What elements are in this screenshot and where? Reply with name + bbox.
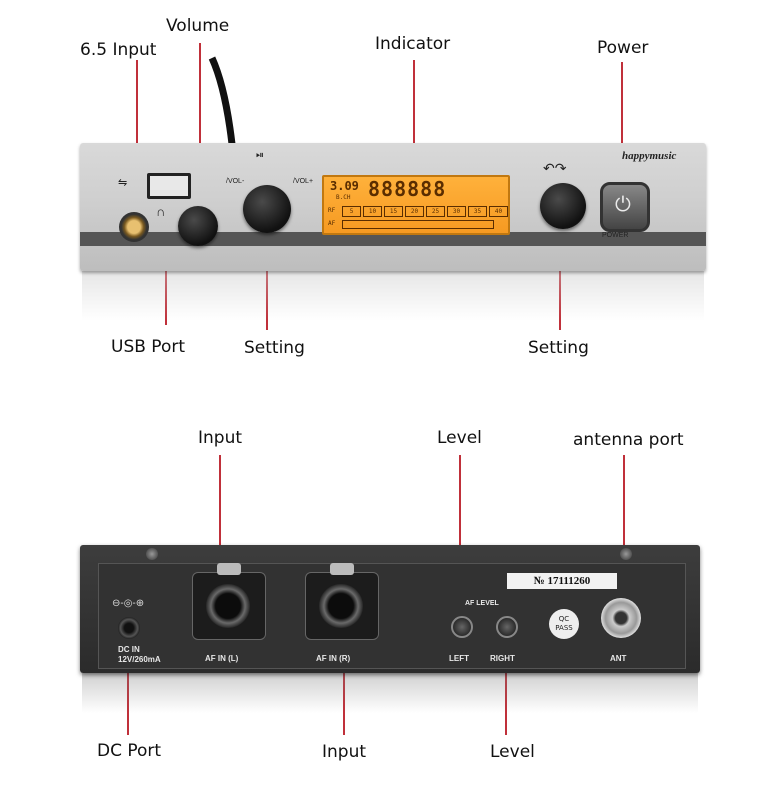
- qc-pass-sticker: QC PASS: [549, 609, 579, 639]
- play-pause-icon: ⏯: [256, 150, 264, 161]
- level-left-label: LEFT: [449, 654, 469, 663]
- callout-indicator: Indicator: [375, 34, 451, 54]
- power-icon: ⏻: [615, 192, 631, 216]
- qc-line2: PASS: [555, 624, 573, 632]
- usb-port[interactable]: [147, 173, 191, 199]
- vol-plus-label: /VOL+: [293, 178, 314, 185]
- af-in-left-label: AF IN (L): [205, 654, 239, 663]
- brand-logo: happymusic: [622, 150, 677, 162]
- lcd-scale-mark: 15: [384, 206, 403, 217]
- lcd-af-meter: [342, 220, 494, 229]
- setting-knob-right[interactable]: [540, 183, 586, 229]
- dc-port[interactable]: [118, 617, 140, 639]
- lcd-digits: 888888: [368, 177, 447, 201]
- lcd-af-label: AF: [328, 220, 336, 227]
- lcd-channel: 3.09: [330, 179, 359, 193]
- lcd-bch: B.CH: [336, 194, 351, 201]
- front-reflection: [82, 271, 704, 321]
- lcd-scale-mark: 25: [426, 206, 445, 217]
- rear-reflection: [82, 673, 698, 713]
- callout-65-input: 6.5 Input: [80, 40, 157, 60]
- screw: [146, 548, 158, 560]
- lcd-scale-mark: 20: [405, 206, 424, 217]
- setting-knob-left[interactable]: [243, 185, 291, 233]
- callout-level-top: Level: [437, 428, 482, 448]
- volume-knob[interactable]: [178, 206, 218, 246]
- dc-rating-label: 12V/260mA: [118, 655, 161, 664]
- front-stripe: [80, 232, 706, 246]
- level-right-label: RIGHT: [490, 654, 515, 663]
- lcd-scale-mark: 40: [489, 206, 508, 217]
- antenna-port[interactable]: [601, 598, 641, 638]
- input-65-jack[interactable]: [119, 212, 149, 242]
- callout-volume: Volume: [166, 16, 230, 36]
- power-button[interactable]: ⏻: [600, 182, 650, 232]
- qc-line1: QC: [558, 615, 570, 623]
- lcd-scale-mark: 5: [342, 206, 361, 217]
- screw: [620, 548, 632, 560]
- serial-number: № 17111260: [507, 573, 617, 589]
- callout-level-bottom: Level: [490, 742, 535, 762]
- callout-power: Power: [597, 38, 649, 58]
- dc-polarity-icon: ⊖-◎-⊕: [112, 598, 145, 609]
- af-in-right-label: AF IN (R): [316, 654, 351, 663]
- callout-antenna-port: antenna port: [573, 430, 684, 450]
- lcd-scale-mark: 30: [447, 206, 466, 217]
- callout-input-bottom: Input: [322, 742, 367, 762]
- af-level-label: AF LEVEL: [465, 600, 499, 607]
- lcd-rf-label: RF: [328, 207, 336, 214]
- af-in-left-connector[interactable]: [192, 563, 266, 640]
- antenna-cable: [208, 56, 236, 145]
- ant-label: ANT: [610, 654, 627, 663]
- level-right-trim[interactable]: [496, 616, 518, 638]
- callout-setting-left: Setting: [244, 338, 305, 358]
- callout-setting-right: Setting: [528, 338, 589, 358]
- vol-minus-label: /VOL-: [226, 178, 245, 185]
- headphone-icon: ∩: [156, 204, 166, 219]
- setting-arrows-icon: ↶↷: [543, 160, 567, 176]
- usb-icon: ⇋: [118, 177, 128, 189]
- af-in-right-connector[interactable]: [305, 563, 379, 640]
- power-label: POWER: [602, 232, 629, 239]
- callout-dc-port: DC Port: [97, 741, 162, 761]
- lcd-scale-mark: 35: [468, 206, 487, 217]
- callout-input-top: Input: [198, 428, 243, 448]
- dc-in-label: DC IN: [118, 645, 140, 654]
- level-left-trim[interactable]: [451, 616, 473, 638]
- lcd-scale-mark: 10: [363, 206, 382, 217]
- callout-usb-port: USB Port: [111, 337, 186, 357]
